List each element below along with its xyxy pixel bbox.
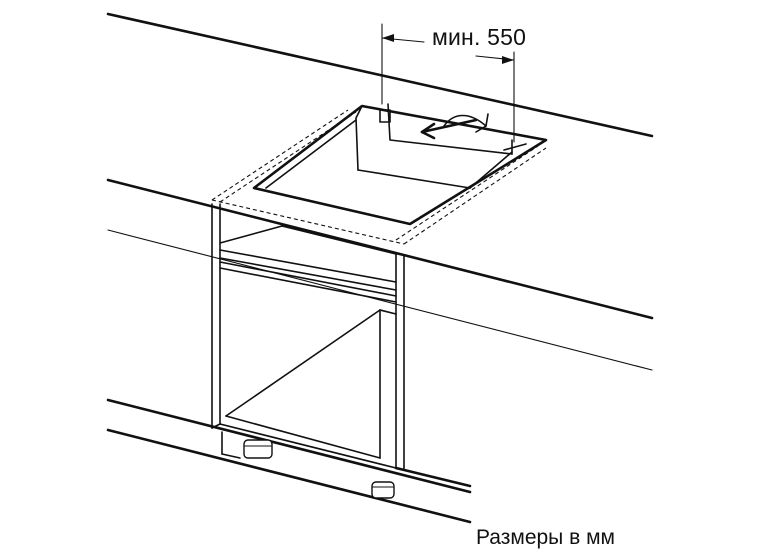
arrowhead-left [382,34,394,42]
foot-left [243,439,273,459]
foot-right [371,481,395,499]
worktop-underside-edge [107,229,653,371]
floor [106,398,472,524]
plinth-top-edge [106,398,472,494]
worktop-front-edge [106,178,654,320]
floor-edge [106,428,472,524]
worktop-back-edge [106,12,654,138]
units-note: Размеры в мм [476,526,615,549]
hob-cutout [252,103,548,226]
dimension-min-550 [381,23,515,143]
rear-bracket [379,109,391,123]
cabinet [211,203,405,471]
cabinet-feet [243,439,395,499]
arrowhead-right [502,56,514,64]
airflow-arrow-icon [420,113,489,140]
cutout-outline [252,104,548,226]
dimension-label: мин. 550 [432,24,527,50]
worktop [106,12,654,371]
hob-dashed-outline [211,109,547,245]
plinth-right-edge [394,466,472,488]
